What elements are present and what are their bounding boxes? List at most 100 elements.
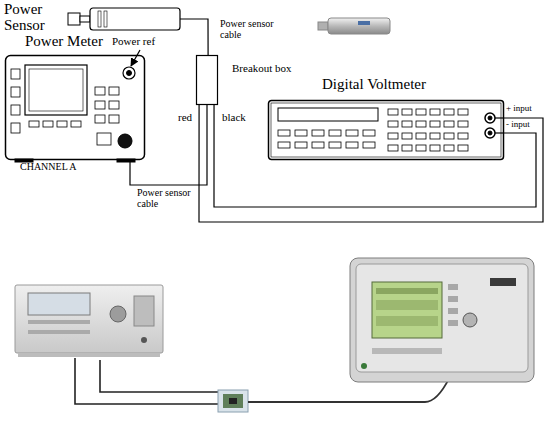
meter-connector xyxy=(463,313,477,327)
voltmeter-key xyxy=(458,109,468,115)
input-jack-pin xyxy=(488,131,492,135)
node-label: CHANNEL A xyxy=(20,162,100,173)
generator-keypad xyxy=(134,296,154,326)
node-label: Power Sensor xyxy=(4,2,64,34)
voltmeter-button xyxy=(346,130,358,136)
meter-power-led xyxy=(361,363,367,369)
voltmeter-key xyxy=(444,109,454,115)
voltmeter-button xyxy=(295,142,307,148)
meter-key xyxy=(109,87,119,95)
meter-key xyxy=(95,115,105,123)
power-sensor: Power Sensor xyxy=(68,8,180,30)
generator-output xyxy=(141,337,147,343)
callout-label: Power ref xyxy=(112,36,172,48)
voltmeter-key xyxy=(388,121,398,127)
meter-screen-inner xyxy=(29,69,83,111)
meter-screen xyxy=(25,65,87,115)
meter-soft-key xyxy=(29,121,39,127)
meter-soft-key xyxy=(71,121,81,127)
sensor-grip xyxy=(98,11,101,27)
power-sensor-shape xyxy=(68,8,180,30)
meter-button-row xyxy=(372,348,442,354)
meter-button xyxy=(448,308,458,314)
voltmeter-key xyxy=(416,133,426,139)
generator-buttons xyxy=(28,330,90,334)
voltmeter-key xyxy=(444,121,454,127)
generator-buttons xyxy=(28,320,90,324)
sensor-connector xyxy=(318,22,328,30)
voltmeter-key xyxy=(416,109,426,115)
meter-button xyxy=(448,284,458,290)
voltmeter-key xyxy=(402,133,412,139)
generator-knob xyxy=(110,306,126,322)
voltmeter-key xyxy=(430,121,440,127)
meter-key xyxy=(109,115,119,123)
voltmeter-key xyxy=(458,121,468,127)
rf-cable xyxy=(100,360,218,392)
voltmeter-display xyxy=(278,108,378,121)
voltmeter-key xyxy=(458,133,468,139)
power-ref-connector xyxy=(123,67,135,79)
meter-side-button xyxy=(11,123,20,133)
channel-a-connector xyxy=(118,134,132,148)
voltmeter-key xyxy=(402,121,412,127)
cable-label: Power sensor cable xyxy=(220,19,280,40)
meter-key xyxy=(109,101,119,109)
meter-front xyxy=(356,264,528,372)
cable-label: red xyxy=(178,112,198,124)
sensor-neck xyxy=(80,16,90,22)
voltmeter-button xyxy=(329,130,341,136)
power-meter: Power MeterCHANNEL A xyxy=(5,55,145,160)
sensor-connector xyxy=(68,13,80,25)
sensor-grip xyxy=(104,11,107,27)
cable-label: Power sensor cable xyxy=(137,188,197,209)
meter-foot xyxy=(117,159,135,162)
voltmeter-button xyxy=(295,130,307,136)
sensor-body xyxy=(328,18,390,34)
input-jack xyxy=(485,128,495,138)
voltmeter-button xyxy=(312,142,324,148)
voltmeter-key xyxy=(430,109,440,115)
voltmeter-button xyxy=(363,130,375,136)
voltmeter-key xyxy=(402,145,412,151)
voltmeter-key xyxy=(430,133,440,139)
cable-label: black xyxy=(222,112,256,124)
digital-voltmeter-shape xyxy=(268,100,504,160)
voltmeter-key xyxy=(402,109,412,115)
breakout-box-shape xyxy=(196,55,218,105)
voltmeter-key xyxy=(430,145,440,151)
sensor-body xyxy=(90,8,180,30)
voltmeter-key xyxy=(458,145,468,151)
voltmeter-button xyxy=(363,142,375,148)
voltmeter-key xyxy=(444,133,454,139)
voltmeter-bezel xyxy=(271,103,501,157)
node-label: Breakout box xyxy=(232,63,312,75)
voltmeter-key xyxy=(416,145,426,151)
breakout-box: Breakout box xyxy=(196,55,218,105)
voltmeter-key xyxy=(416,121,426,127)
voltmeter-button xyxy=(278,130,290,136)
board-frame xyxy=(218,390,248,412)
voltmeter-button xyxy=(312,130,324,136)
generator-base xyxy=(18,353,160,357)
test-board xyxy=(218,390,248,412)
voltmeter-button xyxy=(329,142,341,148)
meter-soft-key xyxy=(43,121,53,127)
breakout-box-shape xyxy=(197,56,218,105)
rf-cable xyxy=(75,358,218,404)
input-jack-pin xyxy=(488,116,492,120)
sensor-badge xyxy=(358,21,370,25)
meter-screen xyxy=(372,282,442,338)
board-pcb xyxy=(223,394,243,408)
voltmeter-button xyxy=(278,142,290,148)
meter-soft-key xyxy=(57,121,67,127)
meter-side-button xyxy=(11,87,20,97)
voltmeter-case xyxy=(269,101,504,160)
board-chip xyxy=(229,398,237,404)
digital-voltmeter: Digital Voltmeter xyxy=(268,100,504,160)
node-label: Digital Voltmeter xyxy=(322,77,492,93)
sensor-photo xyxy=(318,18,390,34)
callout-label: + input xyxy=(506,104,550,113)
meter-screen-row xyxy=(376,288,438,294)
